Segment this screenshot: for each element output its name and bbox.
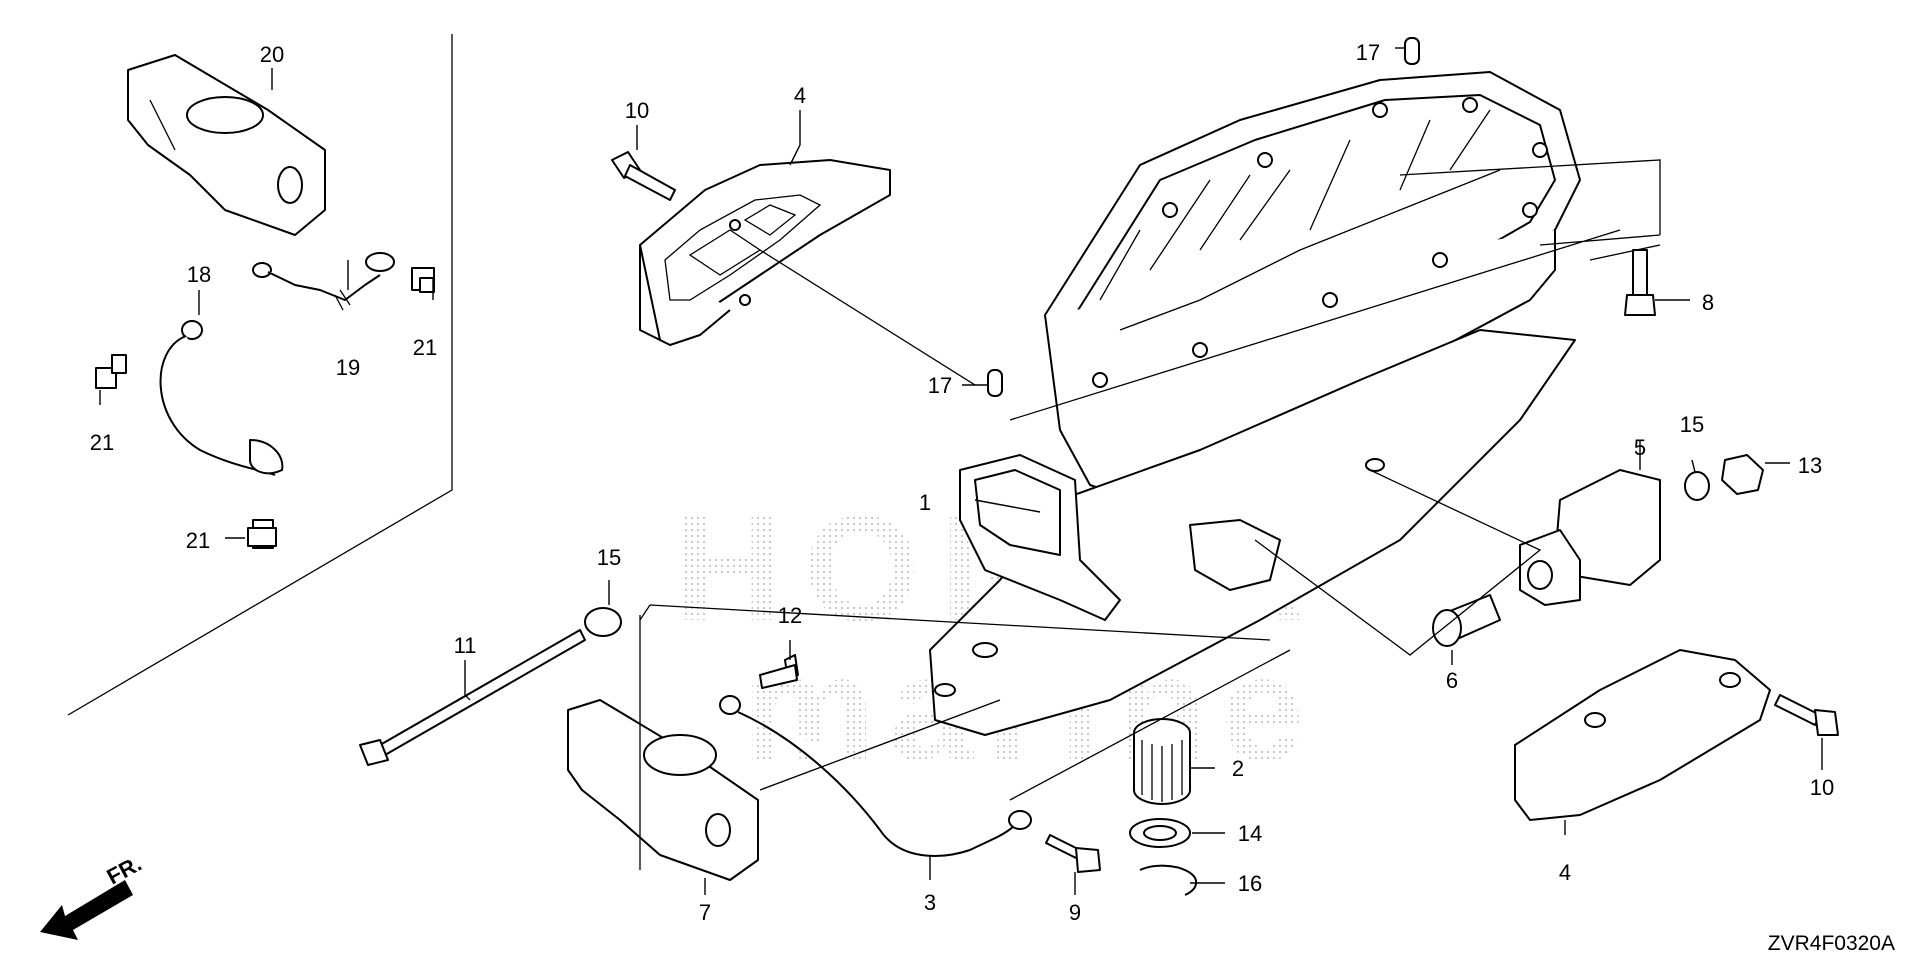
part-17-dowel-pin-top bbox=[1404, 37, 1420, 65]
callout-11: 11 bbox=[454, 633, 477, 658]
callout-21-inset-bottom: 21 bbox=[186, 528, 210, 553]
front-direction-indicator: FR. bbox=[40, 851, 146, 940]
callout-15-right: 15 bbox=[1680, 412, 1704, 437]
callout-17-top: 17 bbox=[1356, 40, 1380, 65]
leader-lines bbox=[99, 47, 1823, 895]
part-14-seal-washer bbox=[1129, 818, 1191, 848]
part-11-long-bolt bbox=[359, 629, 586, 766]
part-10-bolt-lower bbox=[1774, 694, 1839, 736]
callout-12: 12 bbox=[778, 603, 802, 628]
callout-18: 18 bbox=[187, 262, 211, 287]
callout-6: 6 bbox=[1446, 668, 1458, 693]
part-21-bolt-b bbox=[411, 267, 435, 293]
part-20-mount-bracket bbox=[127, 54, 326, 236]
callout-14: 14 bbox=[1238, 821, 1262, 846]
callout-2: 2 bbox=[1232, 756, 1244, 781]
callout-17-mid: 17 bbox=[928, 373, 952, 398]
part-19-wire-harness bbox=[252, 252, 395, 311]
callout-1: 1 bbox=[919, 490, 931, 515]
callout-13: 13 bbox=[1798, 453, 1822, 478]
front-label: FR. bbox=[103, 851, 146, 890]
front-arrow-icon bbox=[40, 880, 133, 940]
callout-15-left: 15 bbox=[597, 545, 621, 570]
part-13-nut bbox=[1721, 454, 1764, 495]
inset-divider bbox=[67, 34, 453, 716]
part-17-dowel-pin-mid bbox=[987, 369, 1003, 397]
callout-10-upper: 10 bbox=[625, 98, 649, 123]
callout-7: 7 bbox=[699, 900, 711, 925]
callout-16: 16 bbox=[1238, 871, 1262, 896]
callout-20: 20 bbox=[260, 42, 284, 67]
callout-19: 19 bbox=[336, 355, 360, 380]
callout-4-upper: 4 bbox=[794, 83, 806, 108]
part-4-cover-lower bbox=[1514, 649, 1771, 821]
callout-21-inset-left: 21 bbox=[90, 430, 114, 455]
part-8-bolt bbox=[1624, 249, 1656, 316]
part-6-bushing bbox=[1432, 594, 1501, 647]
part-9-bolt bbox=[1045, 834, 1101, 873]
callout-4-lower: 4 bbox=[1559, 860, 1571, 885]
diagram-code: ZVR4F0320A bbox=[1768, 932, 1895, 955]
part-2-needle-bearing bbox=[1133, 718, 1191, 805]
part-15-washer-left bbox=[584, 607, 622, 637]
callout-8: 8 bbox=[1702, 290, 1714, 315]
part-1-extension-case bbox=[929, 71, 1581, 736]
part-10-bolt-upper bbox=[611, 151, 676, 201]
callout-9: 9 bbox=[1069, 900, 1081, 925]
callout-numbers: 20 18 19 21 21 21 10 4 17 17 1 8 5 15 13… bbox=[90, 40, 1834, 925]
part-3-ground-cable bbox=[719, 695, 1032, 857]
part-4-cover-upper bbox=[639, 159, 891, 346]
callout-3: 3 bbox=[924, 890, 936, 915]
part-16-circlip bbox=[1139, 864, 1198, 896]
part-21-bolt-c bbox=[247, 519, 277, 549]
part-12-bolt bbox=[759, 654, 799, 689]
part-5-rubber-mount bbox=[1519, 469, 1661, 606]
part-7-mount-bracket bbox=[567, 699, 759, 881]
part-21-bolt-a bbox=[95, 354, 127, 389]
callout-21-inset-right: 21 bbox=[413, 335, 437, 360]
part-15-washer-right bbox=[1684, 471, 1710, 501]
callout-10-lower: 10 bbox=[1810, 775, 1834, 800]
part-18-ground-cable bbox=[159, 320, 284, 476]
callout-5: 5 bbox=[1634, 435, 1646, 460]
